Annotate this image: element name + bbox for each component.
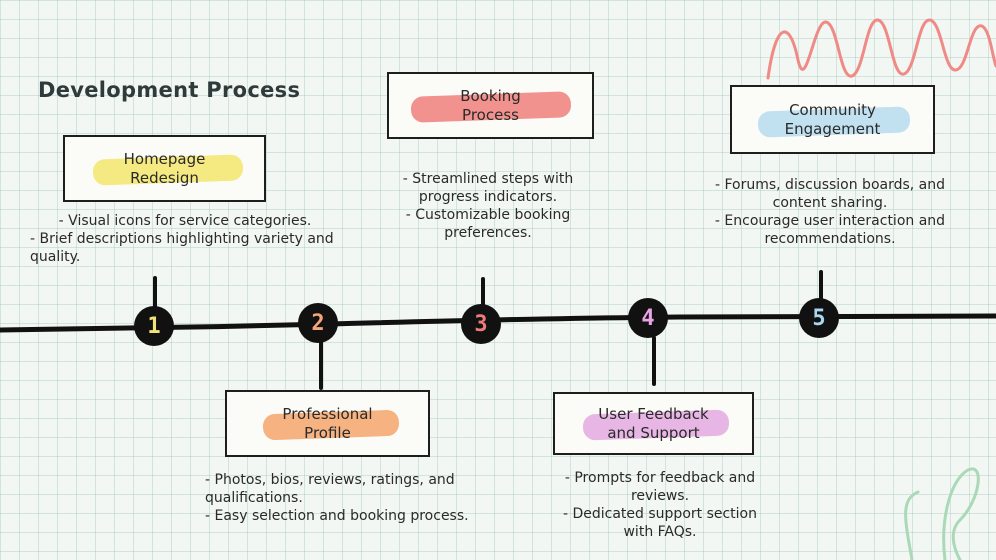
step-5-bullet-1: - Forums, discussion boards, and content… — [714, 177, 946, 211]
step-1-marker: 1 — [134, 306, 174, 346]
step-4-stem — [652, 336, 656, 386]
step-5-heading: Community Engagement — [784, 100, 881, 138]
step-1-heading: Homepage Redesign — [123, 149, 206, 187]
step-2-bullet-2: - Easy selection and booking process. — [205, 508, 469, 524]
step-1-description: - Visual icons for service categories. -… — [20, 212, 350, 266]
step-5-marker: 5 — [799, 298, 839, 338]
step-1-bullet-2: - Brief descriptions highlighting variet… — [30, 231, 334, 265]
step-1-bullet-1: - Visual icons for service categories. — [58, 213, 312, 229]
step-2-heading: Professional Profile — [282, 404, 373, 442]
step-2-card: Professional Profile — [225, 390, 430, 457]
step-4-bullet-1: - Prompts for feedback and reviews. — [564, 470, 756, 504]
step-4-description: - Prompts for feedback and reviews. - De… — [510, 469, 810, 541]
step-1-card: Homepage Redesign — [63, 135, 266, 202]
step-5-description: - Forums, discussion boards, and content… — [686, 176, 974, 248]
step-4-heading: User Feedback and Support — [598, 404, 709, 442]
step-3-stem — [481, 277, 485, 307]
step-4-marker: 4 — [628, 298, 668, 338]
leaf-doodle — [904, 467, 980, 560]
step-3-bullet-2: - Customizable booking preferences. — [405, 207, 571, 241]
step-3-heading: Booking Process — [460, 86, 521, 124]
step-3-marker: 3 — [461, 304, 501, 344]
step-2-marker: 2 — [298, 303, 338, 343]
step-3-bullet-1: - Streamlined steps with progress indica… — [402, 171, 574, 205]
step-4-card: User Feedback and Support — [553, 392, 754, 455]
step-2-bullet-1: - Photos, bios, reviews, ratings, and qu… — [205, 472, 455, 506]
step-5-card: Community Engagement — [730, 85, 935, 154]
step-5-bullet-2: - Encourage user interaction and recomme… — [714, 213, 946, 247]
zigzag-doodle — [766, 18, 996, 80]
step-2-stem — [319, 340, 323, 390]
step-5-stem — [819, 270, 823, 300]
step-1-stem — [153, 276, 157, 308]
page-title: Development Process — [38, 78, 301, 102]
step-4-bullet-2: - Dedicated support section with FAQs. — [562, 506, 757, 540]
step-2-description: - Photos, bios, reviews, ratings, and qu… — [205, 471, 475, 525]
step-3-description: - Streamlined steps with progress indica… — [378, 170, 598, 242]
step-3-card: Booking Process — [387, 72, 594, 139]
